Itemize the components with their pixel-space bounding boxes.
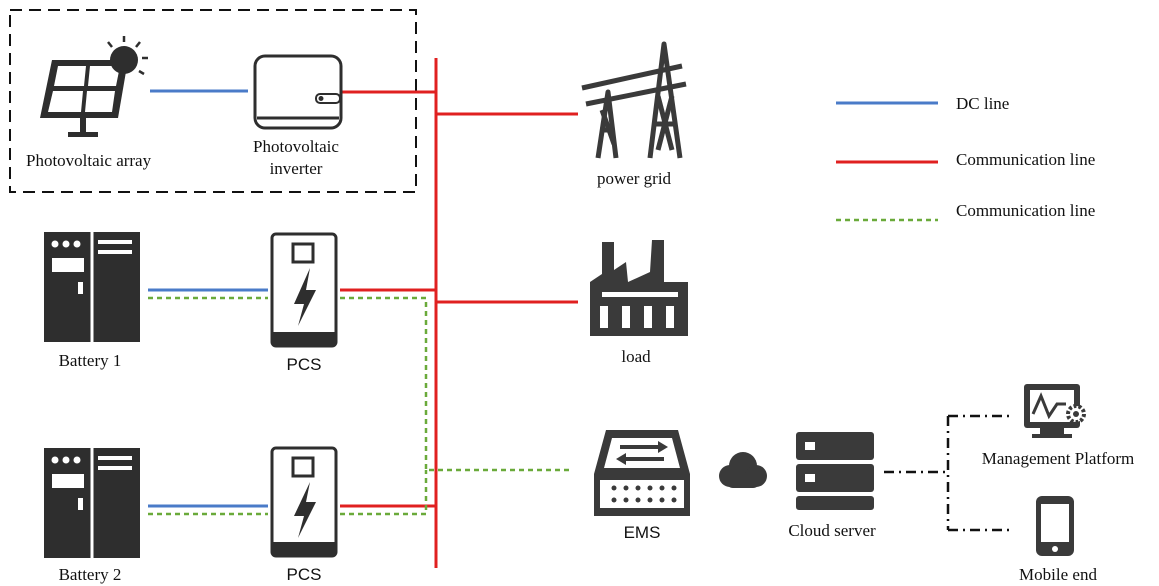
battery-cabinet-icon — [44, 232, 140, 342]
comm-line-pcs1-ems — [340, 296, 572, 472]
battery1-label: Battery 1 — [59, 351, 122, 370]
sun-icon — [107, 36, 148, 76]
inverter-icon — [253, 54, 343, 130]
legend-label-comm: Communication line — [956, 201, 1095, 220]
cloud-icon — [719, 452, 767, 488]
pv-array-label: Photovoltaic array — [26, 151, 152, 170]
legend: DC line Communication line Communication… — [836, 94, 1095, 222]
pcs2-label: PCS — [287, 565, 322, 584]
battery2-label: Battery 2 — [59, 565, 122, 584]
ems-switch-icon — [594, 430, 690, 516]
comm-line-pcs2-ems — [340, 470, 428, 516]
management-platform-label: Management Platform — [982, 449, 1135, 468]
load-label: load — [621, 347, 651, 366]
ems-label: EMS — [624, 523, 661, 542]
monitor-gear-icon — [1024, 384, 1086, 438]
pv-inverter-label-line1: Photovoltaic — [253, 137, 339, 156]
pv-group-frame — [9, 9, 417, 193]
pcs-icon — [270, 232, 338, 348]
legend-label-dc: DC line — [956, 94, 1009, 113]
factory-icon — [590, 240, 688, 336]
pcs-icon — [270, 446, 338, 558]
solar-panel-icon — [40, 60, 128, 137]
power-grid-label: power grid — [597, 169, 672, 188]
battery-cabinet-icon — [44, 448, 140, 558]
server-icon — [796, 432, 874, 510]
legend-label-ac: Communication line — [956, 150, 1095, 169]
comm-lines — [148, 296, 572, 516]
smartphone-icon — [1036, 496, 1074, 556]
pv-inverter-label-line2: inverter — [270, 159, 323, 178]
mobile-end-label: Mobile end — [1019, 565, 1097, 584]
ac-bus — [340, 58, 578, 568]
transmission-tower-icon — [581, 41, 687, 159]
pcs1-label: PCS — [287, 355, 322, 374]
dc-lines — [148, 89, 268, 508]
cloud-server-label: Cloud server — [788, 521, 876, 540]
network-links — [884, 414, 1014, 532]
